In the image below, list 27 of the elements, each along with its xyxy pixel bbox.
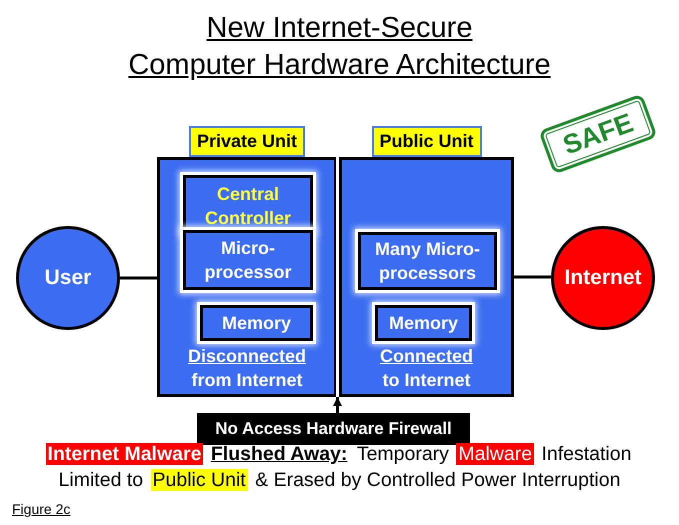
highlighted-text: Public Unit bbox=[150, 469, 248, 491]
title-text: Computer Hardware Architecture bbox=[127, 49, 552, 82]
connection-status-text: Connected to Internet bbox=[378, 345, 474, 392]
connection-status-text: Disconnected from Internet bbox=[186, 345, 308, 392]
connector-line bbox=[333, 397, 342, 413]
caption-text: Infestation bbox=[540, 443, 632, 465]
caption-text: & Erased by Controlled Power Interruption bbox=[254, 469, 622, 491]
unit-heading: Public Unit bbox=[372, 126, 482, 157]
user-circle: User bbox=[16, 226, 120, 330]
caption-text: Temporary bbox=[356, 443, 450, 465]
highlighted-text: Internet Malware bbox=[46, 443, 204, 465]
highlighted-text: Flushed Away: bbox=[210, 443, 348, 465]
connector-line bbox=[514, 276, 551, 278]
processor-box: Many Micro- processors bbox=[358, 232, 497, 290]
firewall-box: No Access Hardware Firewall bbox=[197, 413, 470, 445]
memory-box: Memory bbox=[200, 305, 313, 341]
connector-line bbox=[120, 276, 157, 280]
caption-text: Limited to bbox=[58, 469, 144, 491]
unit-heading: Private Unit bbox=[188, 126, 306, 157]
highlighted-text: Malware bbox=[456, 443, 534, 465]
figure-number: Figure 2c bbox=[12, 501, 70, 517]
divider-bar bbox=[336, 157, 339, 397]
title-text: New Internet-Secure bbox=[206, 12, 474, 45]
internet-circle: Internet bbox=[551, 226, 655, 330]
processor-box: Micro- processor bbox=[183, 230, 313, 290]
memory-box: Memory bbox=[375, 305, 472, 341]
safe-stamp: SAFE bbox=[538, 94, 658, 174]
